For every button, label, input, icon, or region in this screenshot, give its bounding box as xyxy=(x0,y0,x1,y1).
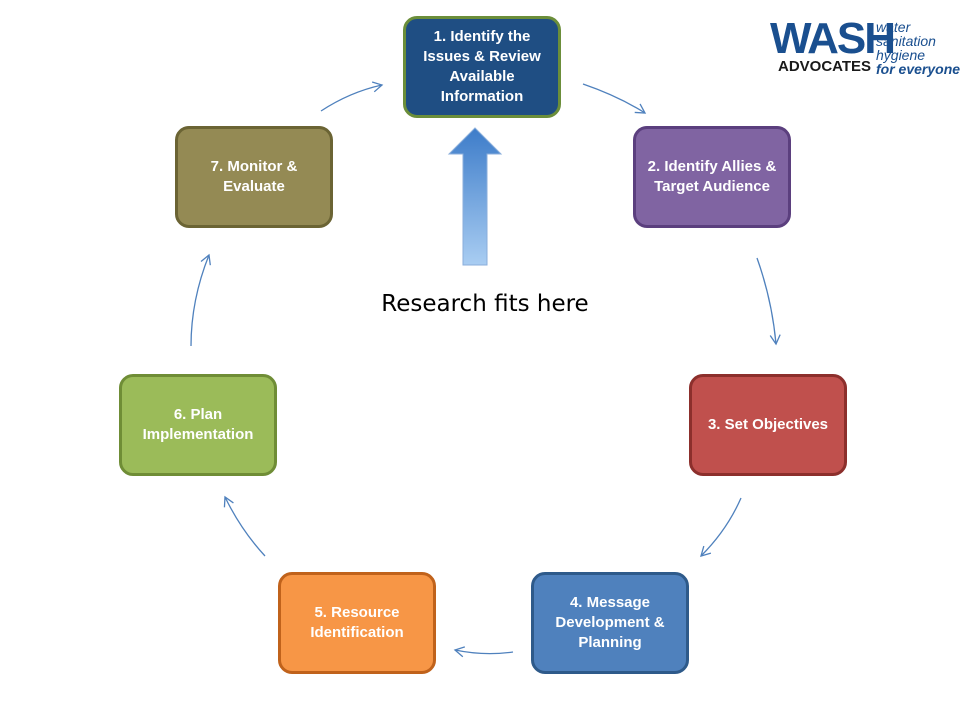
step-7-label: 7. Monitor & Evaluate xyxy=(210,158,298,195)
research-up-arrow xyxy=(447,127,503,266)
arrow-2-to-3 xyxy=(756,257,781,346)
step-5-label: 5. Resource Identification xyxy=(310,604,404,641)
logo-tagline-hygiene: hygiene xyxy=(876,47,926,63)
logo-tagline-for-everyone: for everyone xyxy=(876,61,960,77)
research-annotation: Research fits here xyxy=(381,291,589,317)
arrow-6-to-7 xyxy=(190,253,211,347)
step-4-label: 4. Message Development & Planning xyxy=(555,594,665,651)
step-3-label: 3. Set Objectives xyxy=(707,416,829,433)
step-1-identify-issues: 1. Identify the Issues & Review Availabl… xyxy=(403,16,561,118)
step-5-resource-identification: 5. Resource Identification xyxy=(278,572,436,674)
arrow-7-to-1 xyxy=(320,81,384,112)
step-6-label: 6. Plan Implementation xyxy=(142,406,254,443)
step-3-set-objectives: 3. Set Objectives xyxy=(689,374,847,476)
logo-wordmark: WASH xyxy=(770,14,896,63)
arrow-1-to-2 xyxy=(582,83,647,114)
arrow-5-to-6 xyxy=(223,495,266,557)
arrow-3-to-4 xyxy=(700,497,742,557)
arrow-4-to-5 xyxy=(453,646,514,658)
logo-tagline-water: water xyxy=(876,19,911,35)
logo-tagline: water sanitation hygiene for everyone xyxy=(876,20,960,76)
step-7-monitor-evaluate: 7. Monitor & Evaluate xyxy=(175,126,333,228)
wash-advocates-logo: WASH ADVOCATES water sanitation hygiene … xyxy=(770,14,960,78)
step-4-message-development: 4. Message Development & Planning xyxy=(531,572,689,674)
logo-tagline-sanitation: sanitation xyxy=(876,33,936,49)
step-1-label: 1. Identify the Issues & Review Availabl… xyxy=(423,28,541,105)
step-2-label: 2. Identify Allies & Target Audience xyxy=(647,158,777,195)
step-6-plan-implementation: 6. Plan Implementation xyxy=(119,374,277,476)
step-2-identify-allies: 2. Identify Allies & Target Audience xyxy=(633,126,791,228)
logo-subtitle: ADVOCATES xyxy=(778,58,872,75)
